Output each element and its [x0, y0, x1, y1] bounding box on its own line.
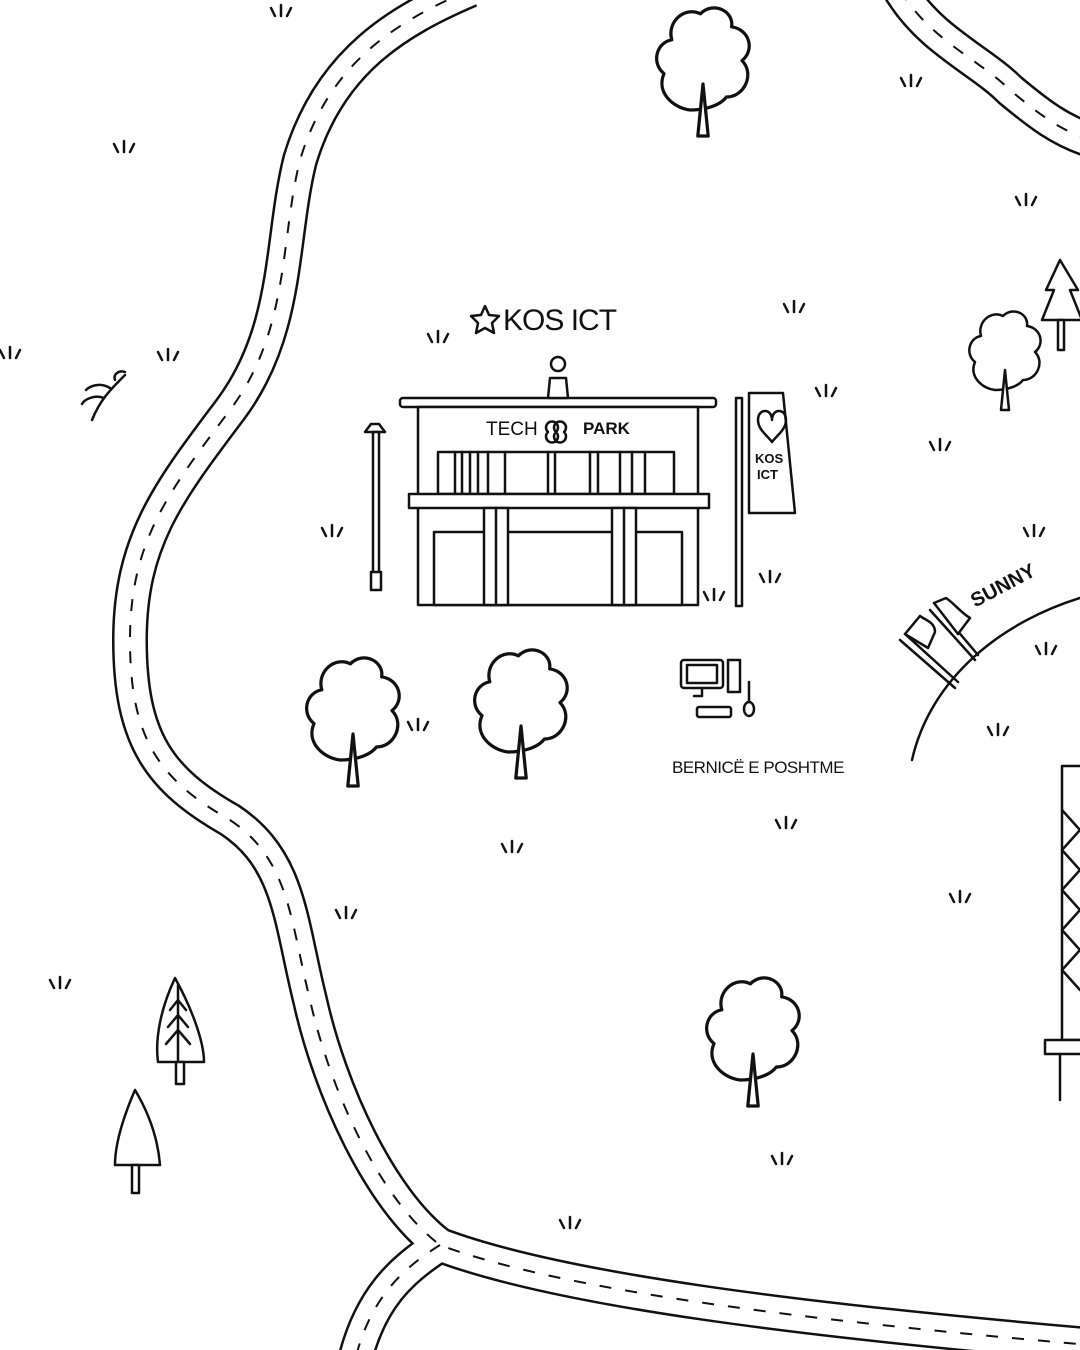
computer-icon [679, 658, 756, 719]
star-icon [469, 304, 501, 335]
banner-flag [734, 391, 797, 608]
person-icon [549, 355, 567, 373]
tech-park-logo-icon [544, 420, 568, 444]
tech-park-building [398, 355, 718, 607]
bernice-label: BERNICË E POSHTME [672, 758, 844, 777]
pine-tree-icon [113, 258, 1080, 1195]
tower-icon [1043, 764, 1080, 1102]
tree-icon [305, 656, 401, 788]
flags-icon [898, 596, 980, 690]
street-lamp-icon [363, 422, 387, 592]
main-road [111, 0, 1080, 1350]
tree-icon [705, 976, 801, 1108]
top-right-road [885, 0, 1080, 156]
tree-icon [655, 6, 751, 138]
tech-label: TECH [486, 419, 538, 440]
sunny-hill [910, 596, 1080, 762]
banner-kos-label: KOS [755, 451, 784, 466]
tree-icon [968, 310, 1042, 412]
banner-ict-label: ICT [757, 467, 778, 482]
kos-ict-title: KOS ICT [503, 304, 617, 337]
plant-icon [80, 370, 127, 422]
tree-icon [473, 648, 569, 780]
park-label: PARK [583, 419, 630, 438]
